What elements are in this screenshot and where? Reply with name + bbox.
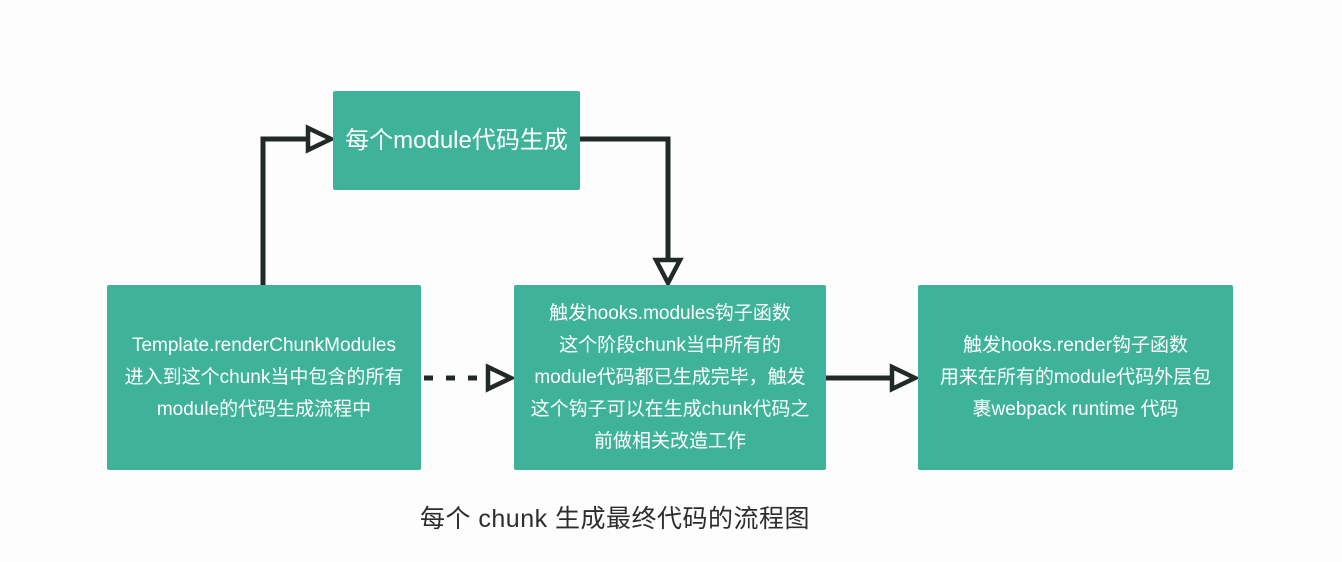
connector-middle-to-right	[826, 363, 921, 393]
node-render-chunk-modules-label: Template.renderChunkModules 进入到这个chunk当中…	[124, 334, 404, 420]
node-hooks-modules: 触发hooks.modules钩子函数 这个阶段chunk当中所有的 modul…	[514, 285, 826, 470]
connector-left-to-top	[260, 124, 337, 285]
connector-left-to-middle	[424, 363, 517, 393]
arrowhead-down-icon	[652, 257, 684, 288]
node-hooks-render: 触发hooks.render钩子函数 用来在所有的module代码外层包 裹we…	[918, 285, 1233, 470]
node-module-codegen-label: 每个module代码生成	[345, 126, 568, 154]
connector-top-to-middle	[580, 136, 684, 288]
node-module-codegen: 每个module代码生成	[333, 91, 580, 190]
node-hooks-render-label: 触发hooks.render钩子函数 用来在所有的module代码外层包 裹we…	[939, 334, 1212, 420]
arrowhead-right-icon	[889, 363, 921, 393]
arrowhead-right-icon	[485, 363, 517, 393]
arrowhead-right-icon	[305, 124, 337, 154]
node-hooks-modules-label: 触发hooks.modules钩子函数 这个阶段chunk当中所有的 modul…	[530, 302, 810, 452]
node-render-chunk-modules: Template.renderChunkModules 进入到这个chunk当中…	[107, 285, 421, 470]
diagram-caption: 每个 chunk 生成最终代码的流程图	[419, 505, 811, 533]
